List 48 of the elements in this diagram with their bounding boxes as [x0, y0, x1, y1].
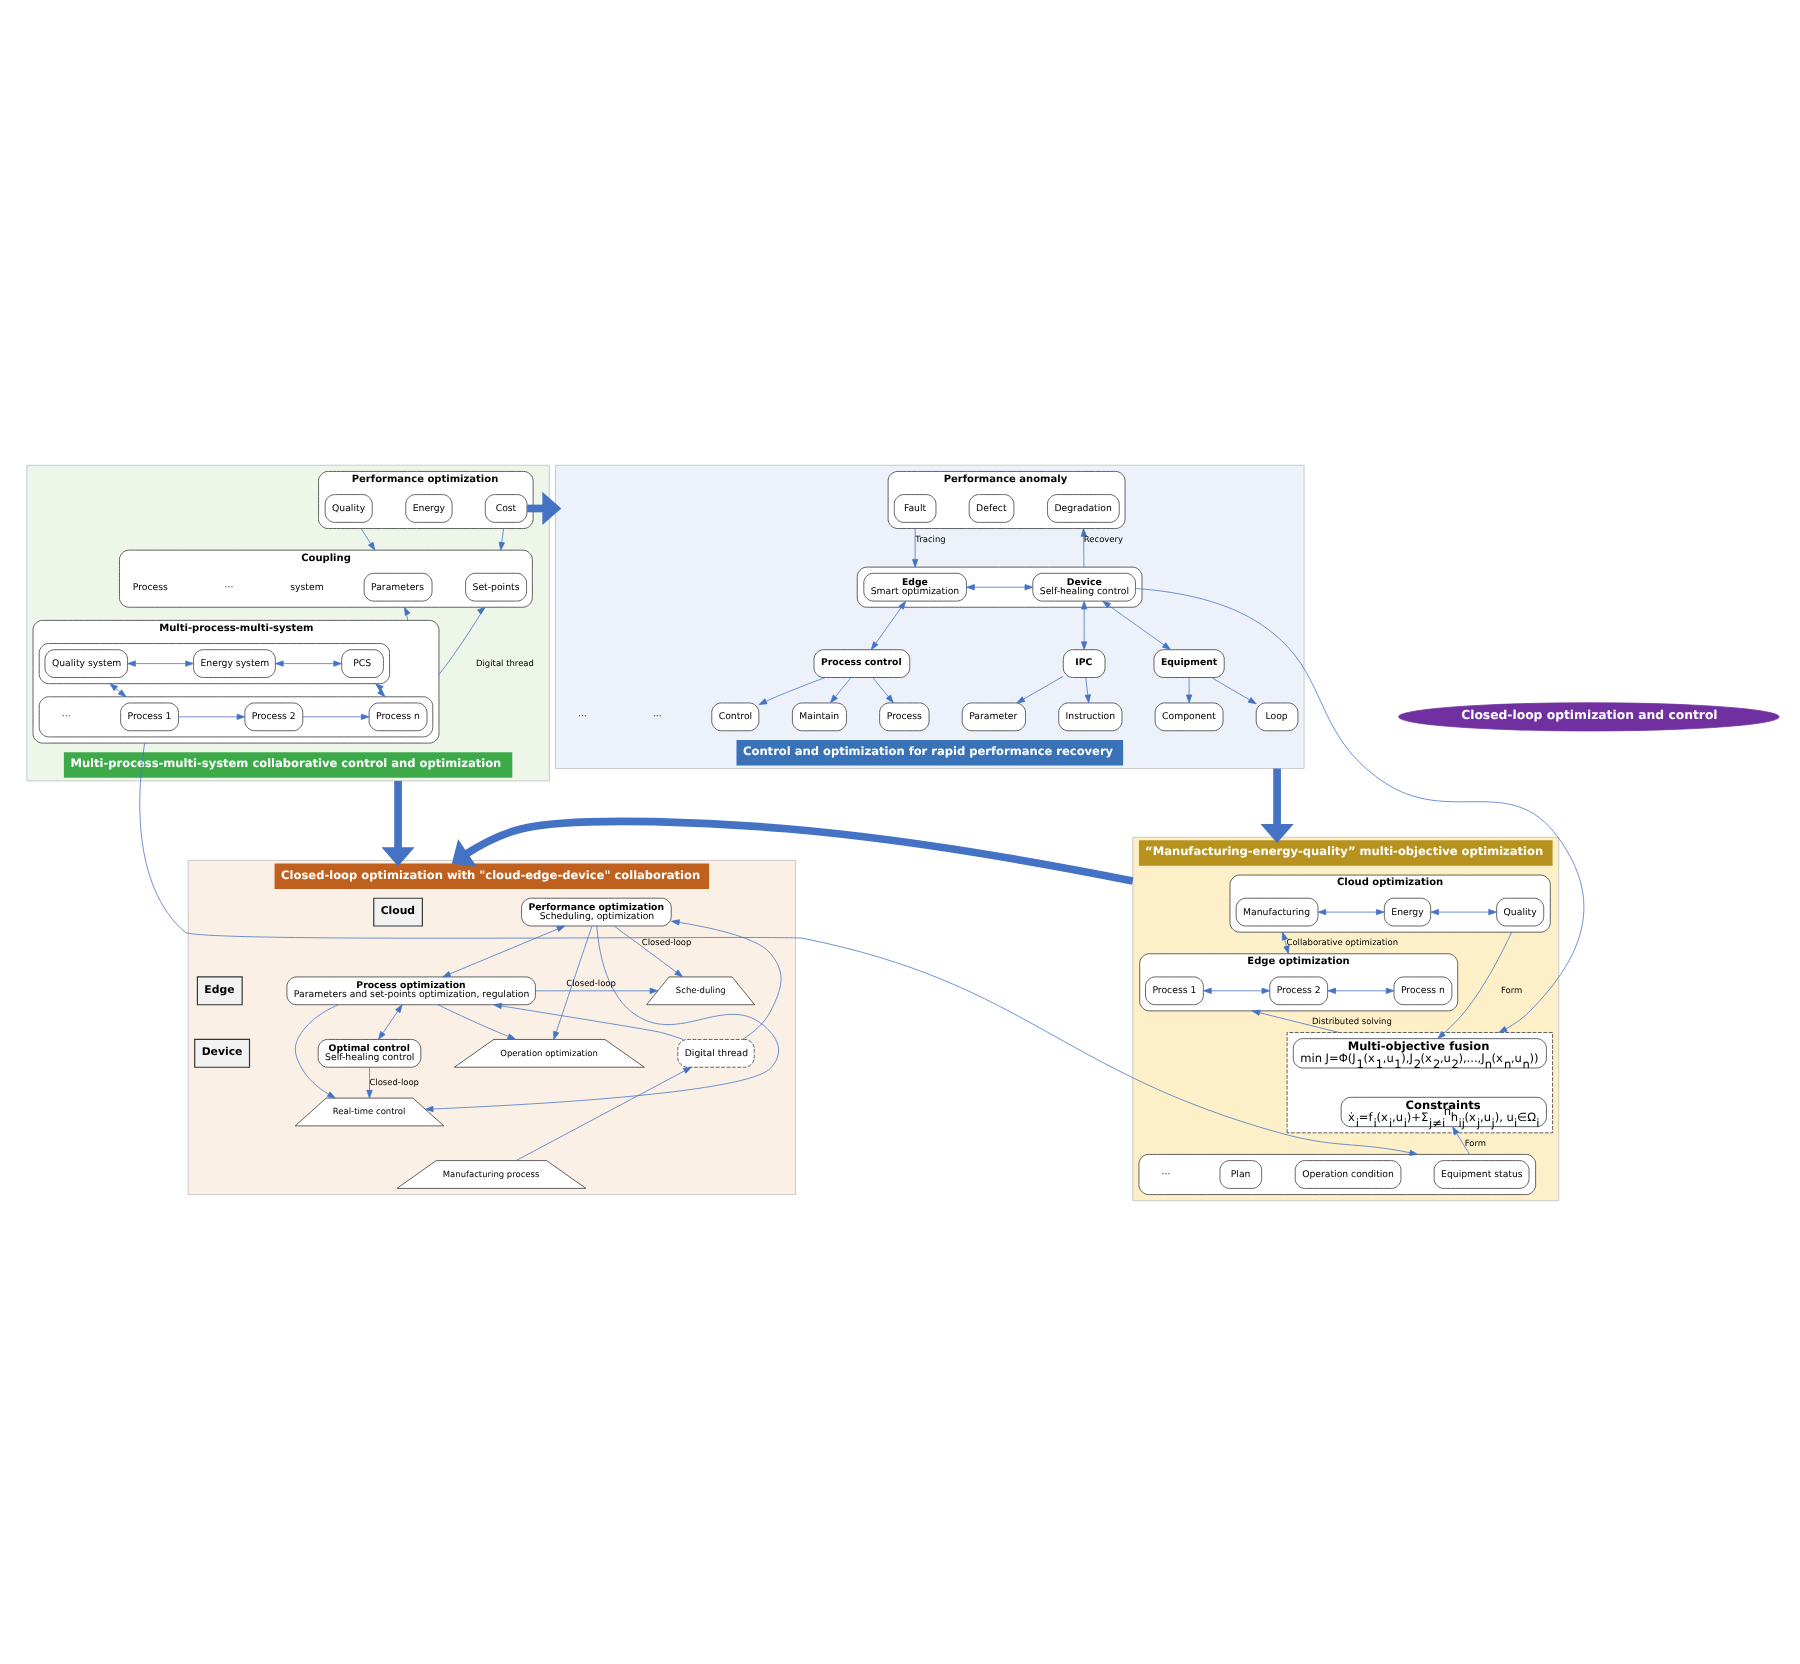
arrow	[613, 924, 683, 977]
arrow	[1203, 986, 1271, 993]
arrow	[109, 682, 127, 697]
arrow	[1186, 676, 1193, 702]
arrow	[127, 659, 194, 666]
arrow	[275, 659, 342, 666]
arrow	[424, 924, 779, 1112]
arrow	[515, 1065, 692, 1160]
arrow	[671, 918, 782, 1039]
arrow	[966, 583, 1034, 590]
arrow	[1084, 676, 1091, 702]
arrow	[1251, 1008, 1340, 1032]
arrow	[493, 1001, 684, 1039]
arrow	[498, 527, 505, 550]
arrow	[1317, 908, 1385, 915]
arrow	[295, 1003, 339, 1098]
arrow	[375, 682, 386, 697]
arrow	[1016, 675, 1064, 703]
arrow	[1081, 599, 1088, 649]
arrow	[527, 490, 562, 525]
arrow	[451, 816, 1134, 884]
arrow	[830, 676, 852, 702]
arrow	[535, 986, 659, 993]
arrow	[437, 1003, 516, 1039]
arrow	[758, 676, 826, 704]
arrow	[1080, 527, 1087, 567]
arrow	[366, 1065, 373, 1098]
arrow	[1452, 1125, 1470, 1154]
arrow	[553, 924, 593, 1039]
arrow	[1327, 986, 1395, 993]
arrow	[1102, 599, 1171, 649]
arrow	[302, 712, 370, 719]
arrow	[870, 599, 906, 649]
arrow	[178, 712, 246, 719]
cluster	[38, 695, 434, 737]
arrow	[438, 605, 486, 674]
arrow	[1437, 930, 1513, 1038]
arrow	[1211, 676, 1257, 704]
arrow	[378, 1003, 403, 1039]
cluster	[1138, 1153, 1536, 1194]
arrow	[1430, 908, 1497, 915]
arrow	[360, 527, 376, 550]
arrow	[1260, 767, 1294, 843]
arrow	[872, 676, 894, 702]
cluster	[38, 642, 390, 684]
arrow	[381, 779, 415, 866]
arrow	[442, 924, 566, 977]
arrow	[912, 527, 919, 567]
